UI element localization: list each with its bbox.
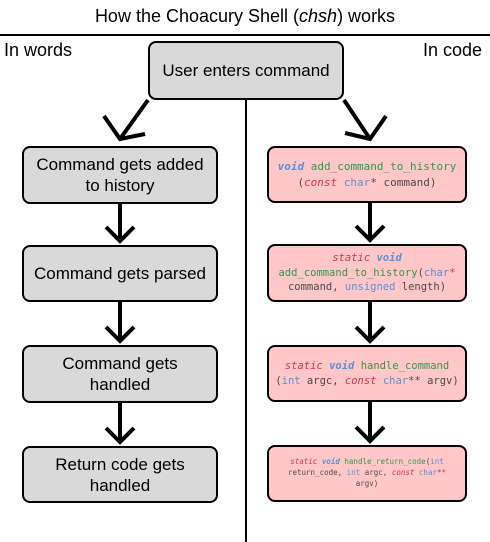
code-token: static [284,359,323,372]
arrow-code-2 [354,302,386,344]
code-token: const [304,175,338,189]
column-label-words: In words [4,40,73,60]
arrow-code-1 [354,203,386,243]
header-divider [0,34,490,36]
code-token: argv) [355,478,379,488]
node-parsed: Command gets parsed [22,245,218,302]
code-token: char [423,266,450,279]
code-token: void [329,359,355,372]
arrow-to-history [102,98,150,142]
code-token: ( [297,175,305,189]
diagram-title: How the Choacury Shell (chsh) works [0,6,490,27]
code-token: int [281,374,301,387]
code-token: length) [395,281,447,294]
code-token: static [290,457,318,467]
code-token: ( [417,266,424,279]
code-token: void [277,160,305,174]
node-label: Command gets handled [62,354,178,394]
code-handle-return-code: static void handle_return_code(int retur… [267,445,467,502]
code-token: return_code, [287,468,347,478]
node-label: Command gets parsed [34,264,206,283]
code-token: ( [425,457,431,467]
node-label: User enters command [162,61,330,80]
code-token: void [376,251,402,264]
code-token: * command) [370,175,437,189]
node-label: Return code gets handled [55,454,185,495]
code-token: unsigned [344,281,396,294]
code-token: handle_return_code [344,457,426,467]
code-token: ( [275,374,282,387]
code-token: void [321,457,340,467]
column-label-code: In code [422,40,482,60]
code-token: static [332,251,371,264]
code-add-command-to-history: void add_command_to_history (const char*… [267,146,467,203]
node-user-enters-command: User enters command [148,41,344,100]
arrow-words-2 [104,302,136,344]
code-token: ** [436,468,447,478]
code-token: char [382,374,409,387]
code-token: char [343,175,371,189]
code-token: * [449,266,456,279]
title-prefix: How the Choacury Shell ( [94,6,300,26]
node-return-code: Return code gets handled [22,446,218,503]
arrow-code-3 [354,402,386,444]
code-token: command, [287,281,345,294]
code-token: add_command_to_history [278,266,418,279]
code-token: int [346,468,361,478]
title-suffix: ) works [337,6,396,26]
code-token: char [418,468,437,478]
code-token: handle_command [360,359,450,372]
node-label: Command gets added to history [36,155,204,195]
code-token: const [391,468,415,478]
arrow-words-1 [104,204,136,244]
code-token: int [430,457,444,467]
title-emphasis: chsh [299,6,338,26]
code-token: argc, [360,468,392,478]
code-handle-command: static void handle_command (int argc, co… [267,345,467,402]
code-token: const [344,374,377,387]
arrow-to-code-history [342,98,388,142]
arrow-words-3 [104,403,136,445]
code-token: ** argv) [408,374,459,387]
code-add-command-to-history-static: static void add_command_to_history(char*… [267,244,467,302]
column-divider [245,100,247,542]
code-token: argc, [300,374,345,387]
node-handled: Command gets handled [22,345,218,403]
node-added-to-history: Command gets added to history [22,146,218,204]
code-token: add_command_to_history [310,160,457,174]
